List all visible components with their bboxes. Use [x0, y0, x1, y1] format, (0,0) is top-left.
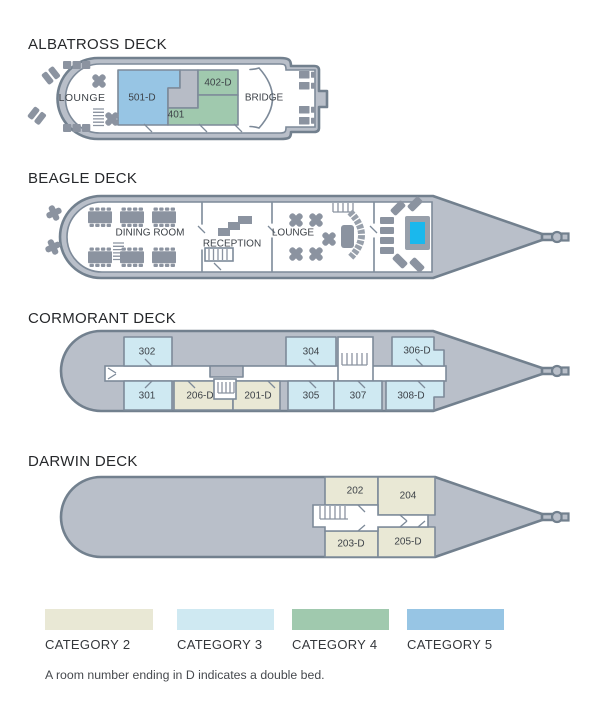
cabin-304-label: 304 [303, 347, 320, 358]
reception-desk-icon [218, 216, 252, 236]
cabin-302-label: 302 [139, 347, 156, 358]
sofa-icon [41, 65, 61, 86]
cabin-307 [333, 380, 383, 411]
stairwell [337, 336, 374, 382]
locker-icon [299, 82, 316, 90]
beagle-deck-plan: DINING ROOM RECEPTION LOUNGE [42, 194, 570, 280]
legend-label-category-2: CATEGORY 2 [45, 637, 131, 652]
cabin-308D-label: 308-D [397, 391, 424, 402]
sofa-icon [26, 106, 47, 126]
bow-tip [560, 366, 570, 376]
bridge-front-wall [249, 67, 274, 129]
cabin-205D-label: 205-D [394, 537, 421, 548]
cabin-302 [123, 336, 173, 367]
flower-table-icon [43, 202, 65, 224]
legend-label-category-5: CATEGORY 5 [407, 637, 493, 652]
legend-label-category-4: CATEGORY 4 [292, 637, 378, 652]
cabin-306D-label: 306-D [403, 346, 430, 357]
stairs-box [213, 378, 237, 400]
stairs-icon [208, 249, 228, 260]
bridge-label: BRIDGE [245, 93, 284, 104]
locker-icon [299, 106, 316, 114]
locker-icon [299, 117, 316, 125]
door-mark [197, 225, 378, 271]
cabin-402D [197, 69, 239, 96]
door-mark [143, 123, 243, 133]
darwin-deck-plan: 202 204 203-D 205-D [59, 475, 570, 559]
stairs-box [204, 247, 234, 262]
deck-title-darwin: DARWIN DECK [28, 453, 138, 470]
stairs-icon [332, 203, 354, 213]
deck-title-beagle: BEAGLE DECK [28, 170, 138, 187]
corridor [312, 504, 429, 532]
double-bed-note: A room number ending in D indicates a do… [45, 668, 325, 682]
dining-room-label: DINING ROOM [116, 228, 185, 239]
lounge-label: LOUNGE [272, 228, 315, 239]
reception-label: RECEPTION [203, 239, 261, 250]
cabin-306D [391, 336, 445, 367]
bar-counter-icon [341, 225, 354, 248]
cabin-307-label: 307 [350, 391, 367, 402]
cabin-402D-label: 402-D [204, 78, 231, 89]
cabin-301-label: 301 [139, 391, 156, 402]
deck-title-albatross: ALBATROSS DECK [28, 36, 167, 53]
cabin-305 [287, 380, 335, 411]
door-mark [107, 358, 426, 389]
cormorant-deck-plan: 302 301 206-D 201-D 304 305 307 306-D 30… [59, 329, 570, 413]
cabin-501D-label: 501-D [128, 93, 155, 104]
legend-label-category-3: CATEGORY 3 [177, 637, 263, 652]
legend-swatch-category-2 [45, 609, 153, 630]
cabin-201D-label: 201-D [244, 391, 271, 402]
albatross-deck-plan: LOUNGE 501-D 401 402-D BRIDGE [26, 56, 329, 141]
cabin-401-label: 401 [168, 110, 185, 121]
pool [410, 222, 425, 244]
cabin-202-label: 202 [347, 486, 364, 497]
legend-swatch-category-4 [292, 609, 389, 630]
stairs-icon [341, 353, 368, 366]
lounge-label: LOUNGE [59, 92, 106, 104]
bow-tip [560, 232, 570, 242]
cabin-204-label: 204 [400, 491, 417, 502]
hull [59, 475, 544, 559]
corridor [104, 365, 447, 382]
cabin-203D [324, 530, 379, 558]
deck-title-cormorant: CORMORANT DECK [28, 310, 177, 327]
cabin-308D [385, 380, 445, 411]
cabin-206D-label: 206-D [186, 391, 213, 402]
bar-icon [347, 209, 365, 261]
cabin-401 [167, 94, 239, 126]
legend-swatch-category-5 [407, 609, 504, 630]
cabin-204 [377, 476, 436, 516]
bench-icon [63, 61, 91, 69]
bench-icon [63, 124, 91, 132]
door-mark [357, 504, 426, 532]
wall-block [209, 365, 244, 378]
cabin-203D-label: 203-D [337, 539, 364, 550]
legend-swatch-category-3 [177, 609, 274, 630]
stairs-icon [319, 506, 348, 520]
bow-tip [560, 512, 570, 522]
stairs-icon [217, 382, 235, 394]
cabin-305-label: 305 [303, 391, 320, 402]
locker-icon [299, 71, 316, 79]
lounger-stack-icon [380, 217, 394, 254]
